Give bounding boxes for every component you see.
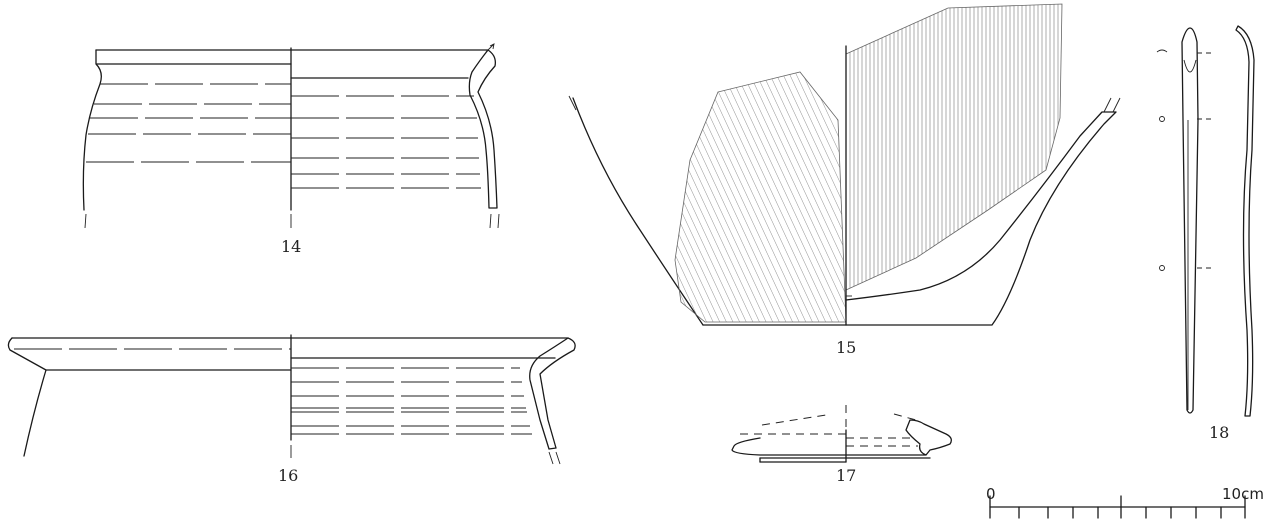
figure-15-label: 15 <box>836 338 856 357</box>
vessel-14-drawing <box>82 43 500 229</box>
rubbing-image-left <box>674 71 847 323</box>
vessel-17-drawing <box>731 405 952 463</box>
vessel-15-drawing <box>568 3 1121 326</box>
scale-end-label: 10cm <box>1222 485 1264 503</box>
figure-17-label: 17 <box>836 466 856 485</box>
scale-bar <box>989 495 1246 519</box>
figure-14-label: 14 <box>281 237 301 256</box>
figure-18-label: 18 <box>1209 423 1229 442</box>
scale-start-label: 0 <box>986 485 996 503</box>
tool-18-drawing <box>1156 25 1255 417</box>
figure-16-label: 16 <box>278 466 298 485</box>
vessel-16-drawing <box>7 334 576 465</box>
rubbing-image-right <box>845 3 1063 291</box>
